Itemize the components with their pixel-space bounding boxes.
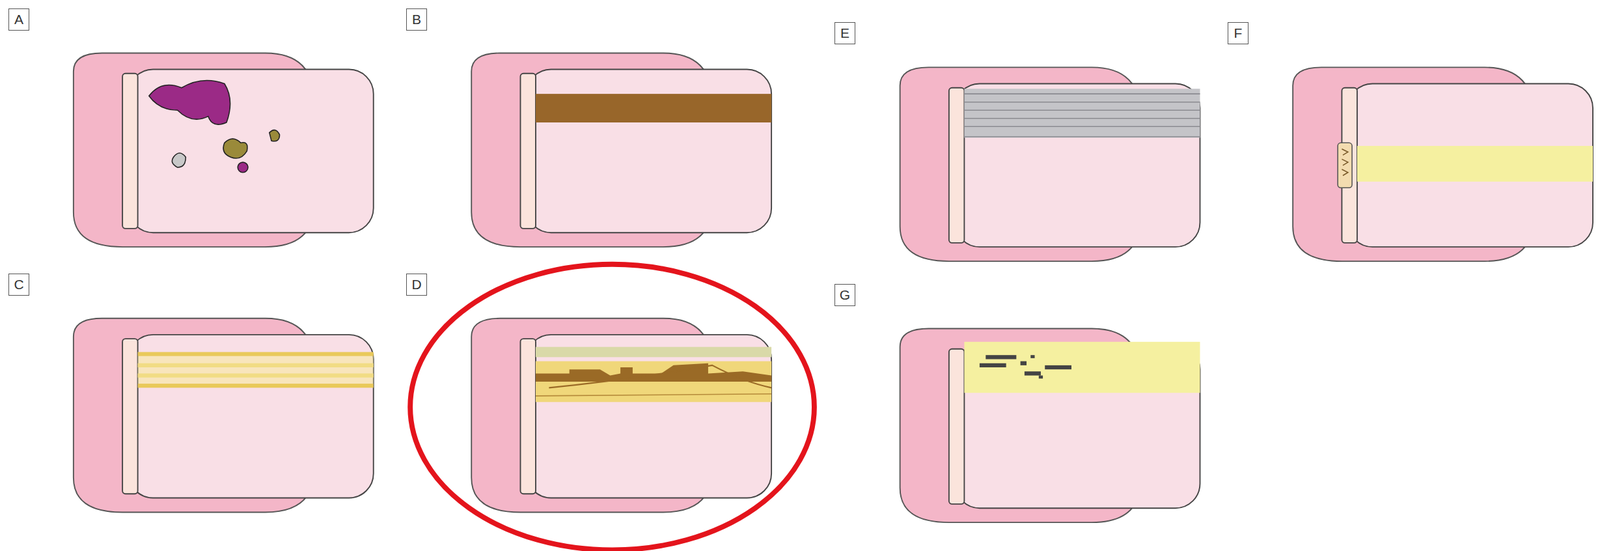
panel-letter: G bbox=[839, 287, 851, 303]
panel-label-box: C bbox=[8, 273, 30, 296]
panel-g bbox=[900, 328, 1201, 523]
panel-f bbox=[1292, 67, 1593, 262]
panel-letter: E bbox=[840, 25, 850, 42]
panel-a bbox=[73, 52, 374, 247]
panel-b bbox=[471, 52, 772, 247]
panel-label-box: F bbox=[1227, 22, 1249, 45]
panel-label-box: D bbox=[406, 273, 428, 296]
panel-label-box: B bbox=[406, 8, 428, 31]
highlight-ellipse bbox=[410, 264, 815, 551]
panel-e bbox=[900, 67, 1201, 262]
panel-label-box: E bbox=[834, 22, 856, 45]
panel-letter: C bbox=[13, 276, 24, 293]
panel-label-box: G bbox=[834, 283, 856, 306]
panel-c bbox=[73, 318, 374, 513]
panel-letter: D bbox=[411, 276, 422, 293]
panel-letter: A bbox=[14, 11, 24, 28]
panel-d bbox=[471, 318, 772, 513]
panel-label-box: A bbox=[8, 8, 30, 31]
panel-letter: B bbox=[412, 11, 422, 28]
panel-letter: F bbox=[1234, 25, 1243, 42]
